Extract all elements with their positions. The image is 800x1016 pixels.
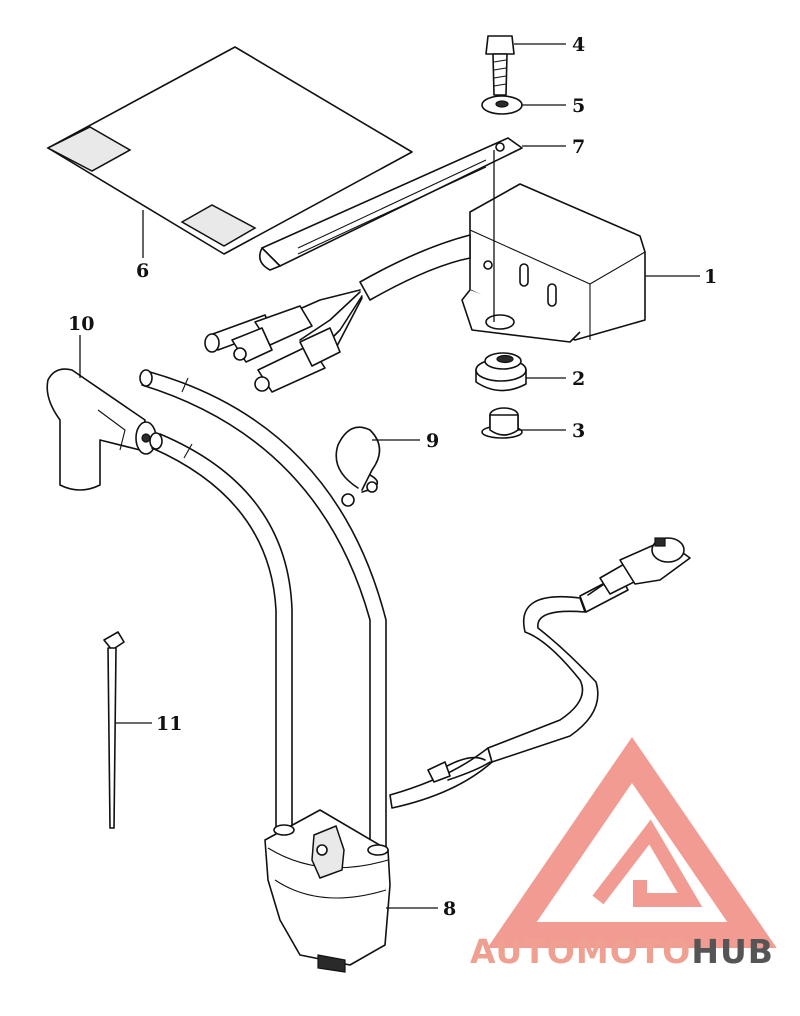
callout-6: 6 <box>136 260 149 282</box>
high-tension-leads <box>139 369 387 851</box>
part-5-washer <box>481 95 523 115</box>
watermark-logo <box>487 737 777 948</box>
callout-9: 9 <box>426 430 439 452</box>
part-10-plug-cap <box>46 368 157 491</box>
part-4-bolt <box>485 35 515 96</box>
watermark-text: AUTOMOTOHUB <box>470 932 774 971</box>
part-3-collar <box>481 407 523 439</box>
watermark-text-accent: HUB <box>691 932 774 971</box>
part-8-ignition-coil <box>264 809 391 973</box>
part-7-strap <box>259 137 523 271</box>
watermark-text-primary: AUTOMOTO <box>470 932 691 971</box>
part-11-cable-tie <box>103 631 125 829</box>
callout-1: 1 <box>704 266 717 288</box>
part-1-cdi-unit <box>461 183 646 343</box>
callout-2: 2 <box>572 368 585 390</box>
callout-11: 11 <box>156 713 182 735</box>
part-9-clamp <box>335 426 381 507</box>
part-6-decal-sheet <box>46 46 413 255</box>
leader-lines <box>79 43 700 909</box>
callout-labels: 4 5 7 1 2 3 6 10 9 11 8 <box>68 34 717 920</box>
callout-7: 7 <box>572 136 585 158</box>
callout-4: 4 <box>572 34 585 56</box>
callout-3: 3 <box>572 420 585 442</box>
part-2-grommet <box>475 352 527 392</box>
coil-harness <box>389 537 691 809</box>
callout-5: 5 <box>572 95 585 117</box>
callout-10: 10 <box>68 313 94 335</box>
cdi-harness <box>204 234 471 393</box>
callout-8: 8 <box>443 898 456 920</box>
